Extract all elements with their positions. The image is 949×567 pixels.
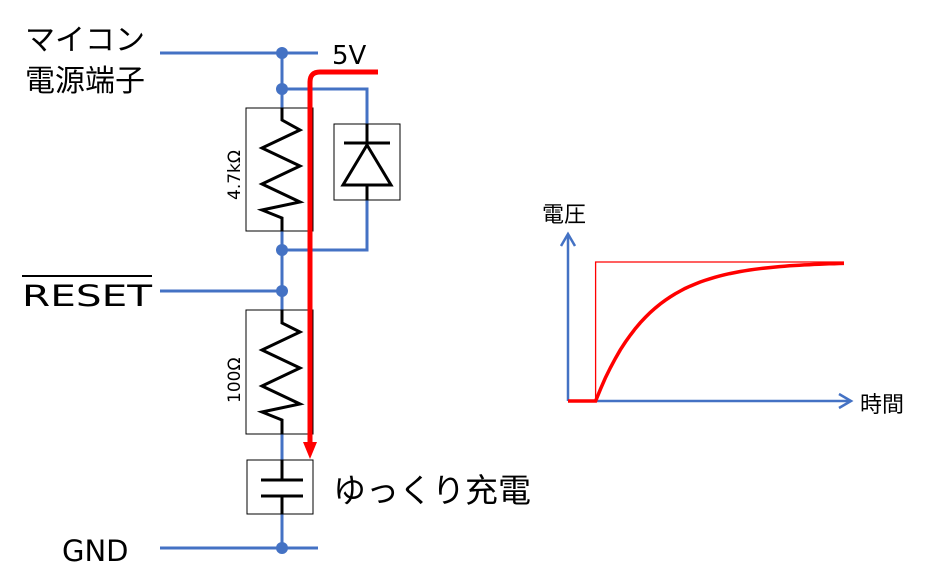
diode [333, 123, 401, 201]
gnd-label: GND [62, 534, 129, 567]
charge-note-label: ゆっくり充電 [333, 471, 531, 510]
series-line-ideal-step [568, 261, 844, 402]
node-supply [276, 47, 288, 59]
capacitor-box [246, 459, 314, 515]
r2-box [245, 309, 314, 435]
arrow-head-icon [303, 442, 317, 459]
r1-value-label: 4.7kΩ [225, 150, 245, 200]
y-axis-arrow-icon [559, 231, 577, 247]
reset-label: RESET [22, 279, 152, 313]
resistor-zigzag-icon [256, 310, 305, 434]
node-gnd [276, 542, 288, 554]
x-axis-label: 時間 [860, 393, 904, 418]
resistor-zigzag-icon [256, 108, 305, 231]
x-axis-arrow-icon [838, 392, 854, 410]
capacitor [246, 459, 314, 515]
node-r1-top [276, 83, 288, 95]
mcu-label-line2: 電源端子 [25, 64, 145, 99]
resistor-r1: 4.7kΩ [225, 107, 314, 232]
r1-box [245, 107, 314, 232]
node-r1-bottom [276, 244, 288, 256]
mcu-label-line1: マイコン [25, 23, 145, 58]
junction-nodes [276, 47, 288, 554]
series-line-RC-charging [568, 261, 845, 403]
resistor-r2: 100Ω [225, 309, 314, 435]
r2-value-label: 100Ω [225, 358, 245, 403]
y-axis-label: 電圧 [542, 203, 586, 228]
current-path-line [307, 69, 378, 445]
node-reset [276, 285, 288, 297]
current-path-arrow [303, 69, 378, 459]
voltage-time-chart: 電圧 時間 [542, 203, 904, 418]
supply-voltage-label: 5V [332, 41, 367, 71]
